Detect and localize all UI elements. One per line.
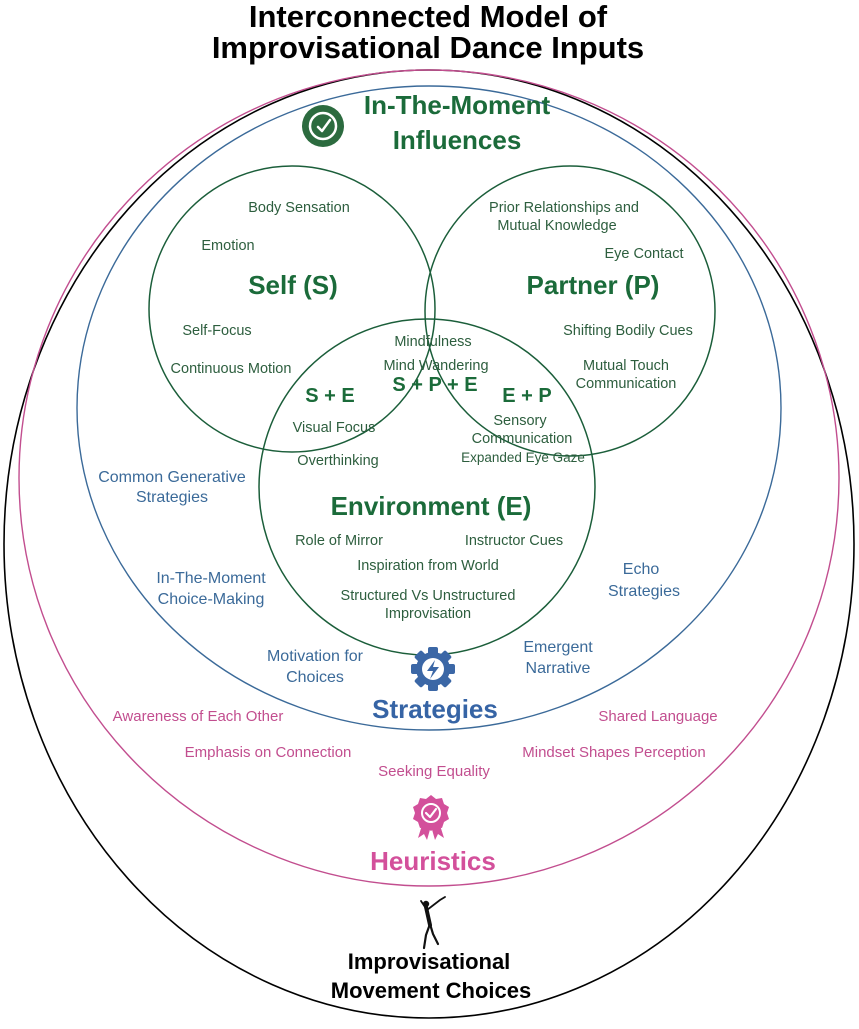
- self-label: Self (S): [248, 270, 338, 300]
- env-item-inspiration-from-world: Inspiration from World: [357, 558, 499, 574]
- partner-label: Partner (P): [527, 270, 660, 300]
- strategies-ellipse: [76, 85, 782, 731]
- strategy-choice-making-line-2: Choice-Making: [158, 591, 265, 608]
- env-item-structured-vs-unstructured: Structured Vs Unstructured: [341, 588, 516, 604]
- diagram-title-line-2: Improvisational Dance Inputs: [212, 30, 644, 65]
- partner-item-mutual-touch: Mutual Touch: [583, 358, 669, 374]
- env-partner-item-sensory: Sensory: [493, 413, 547, 429]
- strategy-emergent-narrative-line-1: Emergent: [523, 639, 593, 656]
- gear-lightning-icon: [411, 647, 455, 691]
- strategy-motivation-line-1: Motivation for: [267, 648, 364, 665]
- strategy-emergent-narrative-line-2: Narrative: [526, 660, 591, 677]
- env-item-improvisation: Improvisation: [385, 606, 471, 622]
- dancer-icon: [420, 896, 446, 950]
- all-label: S + P + E: [392, 374, 477, 396]
- heuristic-seeking-equality: Seeking Equality: [378, 763, 490, 780]
- partner-circle: [424, 165, 716, 457]
- self-env-label: S + E: [305, 385, 354, 407]
- partner-item-communication: Communication: [576, 376, 677, 392]
- self-env-item-overthinking: Overthinking: [297, 453, 378, 469]
- partner-item-mutual-knowledge: Mutual Knowledge: [497, 218, 616, 234]
- all-item-mind-wandering: Mind Wandering: [383, 358, 488, 374]
- self-circle: [148, 165, 436, 453]
- diagram-title-line-1: Interconnected Model of: [249, 0, 608, 34]
- partner-item-prior-relationships: Prior Relationships and: [489, 200, 639, 216]
- self-item-continuous-motion: Continuous Motion: [171, 361, 292, 377]
- env-partner-label: E + P: [502, 385, 551, 407]
- self-item-self-focus: Self-Focus: [182, 323, 251, 339]
- heuristic-awareness-of-each-other: Awareness of Each Other: [113, 708, 284, 725]
- env-partner-item-expanded-eye-gaze: Expanded Eye Gaze: [461, 450, 585, 465]
- all-item-mindfulness: Mindfulness: [394, 334, 471, 350]
- influences-title-line-2: Influences: [393, 125, 522, 155]
- award-badge-icon: [413, 795, 449, 840]
- strategy-echo-line-1: Echo: [623, 561, 660, 578]
- influences-title-line-1: In-The-Moment: [364, 90, 551, 120]
- strategies-title: Strategies: [372, 694, 498, 724]
- heuristic-mindset-shapes-perception: Mindset Shapes Perception: [522, 744, 705, 761]
- partner-item-shifting-bodily-cues: Shifting Bodily Cues: [563, 323, 693, 339]
- env-item-role-of-mirror: Role of Mirror: [295, 533, 383, 549]
- heuristic-emphasis-on-connection: Emphasis on Connection: [185, 744, 352, 761]
- heuristics-ellipse: [18, 69, 840, 887]
- env-partner-item-communication: Communication: [472, 431, 573, 447]
- clock-check-icon: [302, 105, 344, 147]
- outcome-title-line-1: Improvisational: [348, 949, 511, 974]
- strategy-echo-line-2: Strategies: [608, 583, 680, 600]
- strategy-common-generative-line-1: Common Generative: [98, 469, 246, 486]
- self-item-body-sensation: Body Sensation: [248, 200, 350, 216]
- self-item-emotion: Emotion: [201, 238, 254, 254]
- heuristic-shared-language: Shared Language: [598, 708, 717, 725]
- environment-label: Environment (E): [331, 491, 532, 521]
- partner-item-eye-contact: Eye Contact: [605, 246, 684, 262]
- strategy-motivation-line-2: Choices: [286, 669, 344, 686]
- outcome-title-line-2: Movement Choices: [331, 978, 532, 1003]
- heuristics-title: Heuristics: [370, 846, 496, 876]
- env-item-instructor-cues: Instructor Cues: [465, 533, 563, 549]
- self-env-item-visual-focus: Visual Focus: [293, 420, 376, 436]
- strategy-common-generative-line-2: Strategies: [136, 489, 208, 506]
- strategy-choice-making-line-1: In-The-Moment: [156, 570, 266, 587]
